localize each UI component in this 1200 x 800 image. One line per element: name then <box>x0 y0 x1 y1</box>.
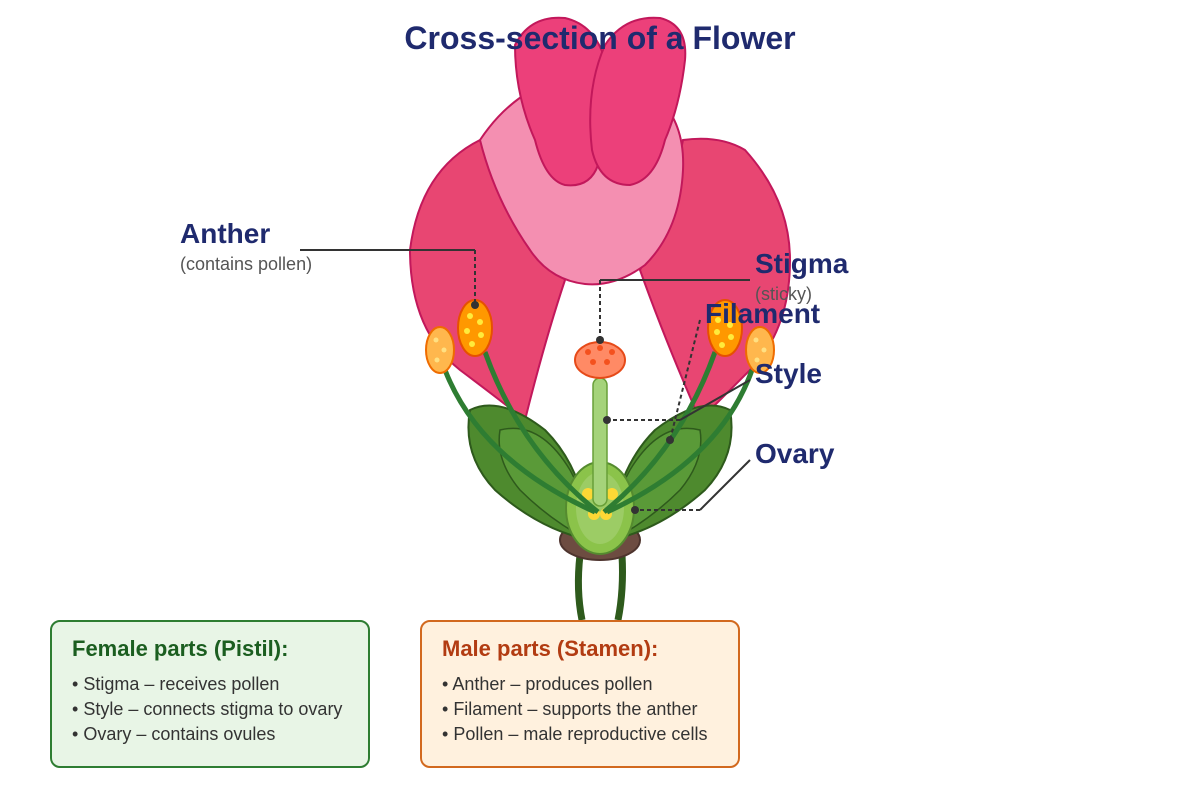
stigma-label: Stigma <box>755 248 849 279</box>
top-right-petal <box>589 16 687 187</box>
list-item: Ovary – contains ovules <box>72 722 348 747</box>
list-item: Style – connects stigma to ovary <box>72 697 348 722</box>
anther-pointer-dot <box>471 301 479 309</box>
list-item: Stigma – receives pollen <box>72 672 348 697</box>
style-leader-line <box>679 379 751 421</box>
anther-right <box>707 299 743 357</box>
female-parts-box: Female parts (Pistil): Stigma – receives… <box>50 620 370 768</box>
stigma-note: (sticky) <box>755 284 812 304</box>
stigma-dot <box>604 359 610 365</box>
anther-note: (contains pollen) <box>180 254 313 274</box>
ovary-pointer-dot <box>631 506 639 514</box>
style <box>592 377 608 507</box>
filament <box>605 369 755 515</box>
stigma-dot <box>597 345 603 351</box>
stem-right <box>614 554 626 621</box>
ovary-label: Ovary <box>755 438 835 469</box>
stigma-dot <box>590 359 596 365</box>
male-parts-box: Male parts (Stamen): Anther – produces p… <box>420 620 740 768</box>
filament-pointer-dot <box>666 436 674 444</box>
style-pointer-dot <box>603 416 611 424</box>
stigma-dot <box>585 349 591 355</box>
anther-right-outer <box>745 326 775 374</box>
ovule <box>582 488 594 500</box>
female-parts-list: Stigma – receives pollen Style – connect… <box>72 672 348 747</box>
list-item: Pollen – male reproductive cells <box>442 722 718 747</box>
filament <box>482 351 600 514</box>
diagram-title: Cross-section of a Flower <box>404 20 796 56</box>
female-parts-title: Female parts (Pistil): <box>72 636 289 661</box>
anther-left-outer <box>425 326 455 374</box>
stigma-pointer-dot <box>596 336 604 344</box>
male-parts-title: Male parts (Stamen): <box>442 636 659 661</box>
stem-left <box>574 554 586 621</box>
filament <box>442 369 597 515</box>
filament-label: Filament <box>705 298 821 329</box>
male-parts-list: Anther – produces pollen Filament – supp… <box>442 672 718 747</box>
ovary-leader-line <box>699 459 751 511</box>
stigma-dot <box>609 349 615 355</box>
list-item: Filament – supports the anther <box>442 697 718 722</box>
ovule <box>606 488 618 500</box>
anther-label: Anther <box>180 218 271 249</box>
style-label: Style <box>755 358 822 389</box>
list-item: Anther – produces pollen <box>442 672 718 697</box>
